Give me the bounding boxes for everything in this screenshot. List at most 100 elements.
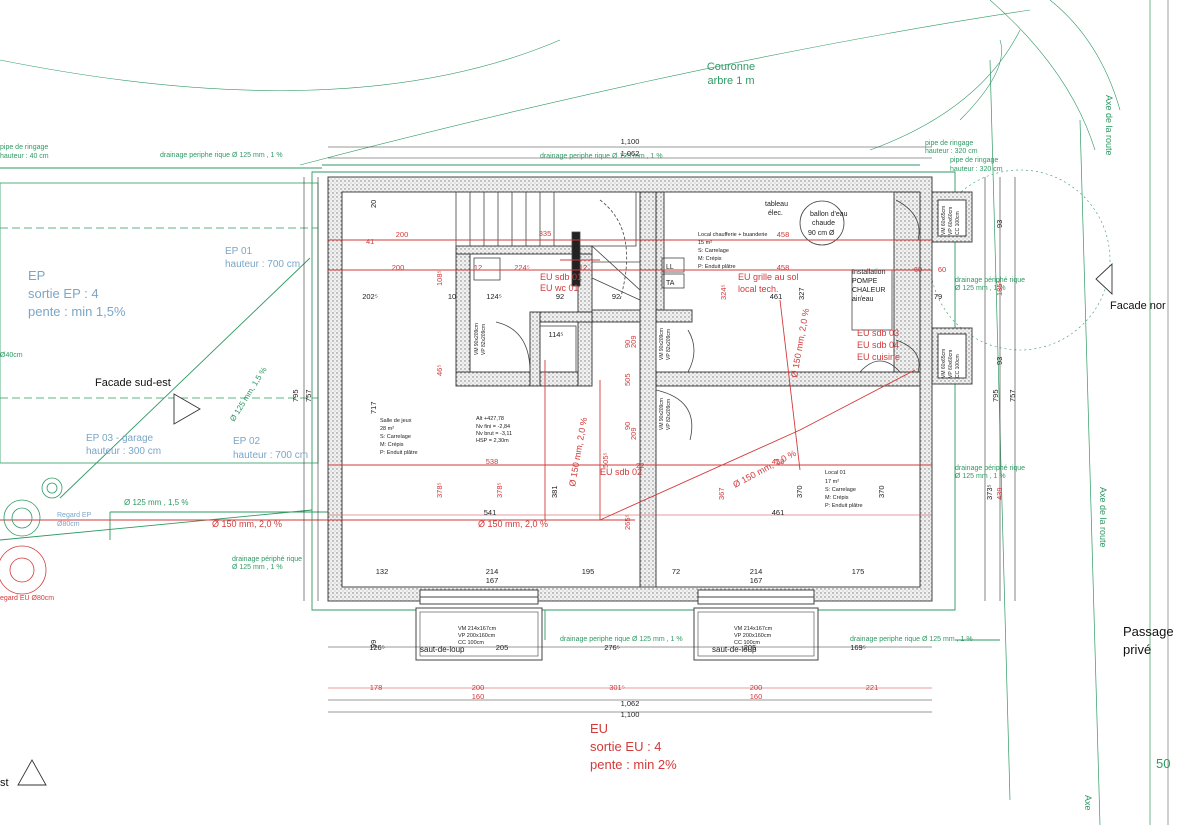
svg-text:370: 370 [877, 485, 886, 498]
svg-text:169⁵: 169⁵ [850, 643, 866, 652]
eu-grille-1: EU grille au sol [738, 272, 799, 282]
svg-text:126⁵: 126⁵ [369, 643, 385, 652]
svg-text:160: 160 [472, 692, 485, 701]
svg-text:Salle de jeux: Salle de jeux [380, 418, 412, 424]
svg-text:79: 79 [934, 292, 942, 301]
svg-text:12: 12 [579, 263, 587, 272]
svg-text:439: 439 [995, 487, 1004, 500]
svg-text:P: Enduit plâtre: P: Enduit plâtre [825, 503, 863, 509]
svg-text:200: 200 [472, 683, 485, 692]
svg-text:99: 99 [369, 640, 378, 648]
svg-text:1,062: 1,062 [621, 149, 640, 158]
svg-text:108⁵: 108⁵ [435, 270, 444, 286]
svg-text:538: 538 [486, 457, 499, 466]
svg-text:S: Carrelage: S: Carrelage [825, 487, 856, 493]
svg-text:378⁵: 378⁵ [495, 482, 504, 498]
svg-text:167: 167 [750, 576, 763, 585]
right-cut-number: 50 [1156, 756, 1170, 771]
drain-bottom-mid-label: drainage periphe rique Ø 125 mm , 1 % [560, 636, 683, 643]
eu-pipes [0, 239, 932, 521]
svg-text:370: 370 [795, 485, 804, 498]
svg-text:VM 90x209cm: VM 90x209cm [474, 323, 480, 355]
facade-left-label: st [0, 777, 9, 789]
svg-text:458: 458 [777, 263, 790, 272]
svg-text:717: 717 [369, 401, 378, 414]
eu-title: EU [590, 721, 608, 736]
svg-text:132: 132 [376, 567, 389, 576]
drain-top-left-label: drainage periphe rique Ø 125 mm , 1 % [160, 152, 283, 159]
svg-text:S: Carrelage: S: Carrelage [380, 434, 411, 440]
eu-150-main: Ø 150 mm, 2,0 % [212, 519, 282, 529]
svg-text:CC 100cm: CC 100cm [955, 354, 961, 378]
eu-cuisine: EU cuisine [857, 352, 900, 362]
install-label-3: CHALEUR [852, 287, 885, 294]
eu-sdb03: EU sdb 03 [857, 328, 899, 338]
facade-nord-label: Facade nor [1110, 300, 1166, 312]
svg-text:202⁵: 202⁵ [362, 292, 378, 301]
svg-text:60: 60 [938, 265, 946, 274]
svg-text:VM 214x167cm: VM 214x167cm [458, 626, 497, 632]
svg-text:HSP = 2,30m: HSP = 2,30m [476, 438, 509, 444]
svg-text:S: Carrelage: S: Carrelage [698, 248, 729, 254]
room-local01-note: Local 01 17 m² S: Carrelage M: Crépis P:… [825, 470, 863, 509]
room-chaufferie-note: Local chaufferie + buanderie 15 m² S: Ca… [698, 232, 767, 270]
drain-left-low-label-1: drainage périphé rique [232, 556, 302, 563]
ep-pente: pente : min 1,5% [28, 304, 126, 319]
svg-text:10: 10 [448, 292, 456, 301]
svg-text:VM 90x209cm: VM 90x209cm [659, 328, 665, 360]
ballon-label-3: 90 cm Ø [808, 230, 835, 237]
svg-text:167: 167 [486, 576, 499, 585]
svg-text:327: 327 [797, 287, 806, 300]
svg-text:M: Crépis: M: Crépis [380, 442, 404, 448]
svg-text:1,100: 1,100 [621, 137, 640, 146]
svg-text:VP 60x60cm: VP 60x60cm [948, 207, 954, 235]
eu-grille-2: local tech. [738, 284, 779, 294]
window-note-left: VM 214x167cm VP 200x160cm CC 100cm [458, 626, 497, 646]
window-note-right: VM 214x167cm VP 200x160cm CC 100cm [734, 626, 773, 646]
svg-text:335: 335 [539, 229, 552, 238]
perimeter-drainage [0, 164, 1000, 641]
svg-text:VP 200x160cm: VP 200x160cm [458, 633, 496, 639]
regard-eu-label: egard EU Ø80cm [0, 595, 54, 602]
svg-text:CC 100cm: CC 100cm [955, 211, 961, 235]
svg-text:P: Enduit plâtre: P: Enduit plâtre [380, 450, 418, 456]
passage-label-1: Passage [1123, 624, 1174, 639]
ep02-label-1: EP 02 [233, 436, 260, 447]
labels-blue: EP sortie EP : 4 pente : min 1,5% EP 01 … [28, 246, 308, 461]
saut-de-loup-right: saut-de-loup [712, 645, 757, 654]
house-walls [327, 176, 973, 661]
svg-text:114⁵: 114⁵ [548, 330, 563, 339]
svg-text:205: 205 [496, 643, 509, 652]
ep-zones [0, 182, 319, 464]
ta-label: TA [666, 280, 675, 287]
couronne-label-2: arbre 1 m [707, 75, 754, 87]
ballon-label-2: chaude [812, 220, 835, 227]
svg-text:90: 90 [623, 340, 632, 348]
pipe-right1-label-1: pipe de ringage [925, 140, 973, 147]
svg-text:12: 12 [474, 263, 482, 272]
svg-text:795: 795 [291, 389, 300, 402]
couronne-label-1: Couronne [707, 61, 755, 73]
install-label-1: Installation [852, 269, 886, 276]
ep01-label-2: hauteur : 700 cm [225, 259, 300, 270]
dimension-numbers-red: 200 200 224⁵ 335 12 12 458 458 458 538 1… [366, 229, 1004, 701]
road-axis-label-bot: Axe [1083, 795, 1093, 811]
svg-text:505⁵: 505⁵ [601, 452, 610, 468]
svg-text:221: 221 [866, 683, 879, 692]
tableau-label-2: élec. [768, 210, 783, 217]
svg-text:214: 214 [750, 567, 763, 576]
svg-text:22: 22 [636, 461, 644, 470]
svg-text:Local 01: Local 01 [825, 470, 846, 476]
drain-right2-label-2: Ø 125 mm , 1 % [955, 473, 1006, 480]
drain-right1-label-1: drainage périphé rique [955, 277, 1025, 284]
eu-sdb02: EU sdb 02 [600, 467, 642, 477]
svg-text:CC 100cm: CC 100cm [458, 640, 484, 646]
eu-sortie: sortie EU : 4 [590, 739, 662, 754]
ep03-label-2: hauteur : 300 cm [86, 446, 161, 457]
install-label-2: POMPE [852, 278, 878, 285]
svg-text:200: 200 [392, 263, 405, 272]
pipe-right2-label-2: hauteur : 320 cm [950, 166, 1003, 173]
svg-text:72: 72 [672, 567, 680, 576]
svg-text:209: 209 [629, 427, 638, 440]
